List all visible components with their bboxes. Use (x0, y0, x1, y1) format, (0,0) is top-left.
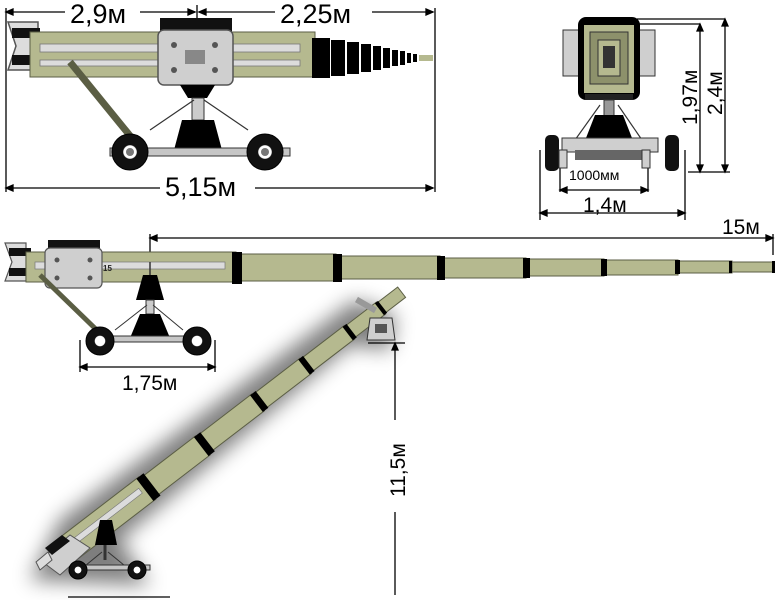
reach-label: 15м (722, 216, 760, 239)
camera-head-raised (354, 296, 396, 341)
pivot-head (157, 18, 234, 98)
dimension-lines-extended (78, 234, 775, 372)
dolly-base (67, 59, 291, 171)
telescope-sections-collapsed (312, 38, 433, 78)
lift-height-label: 11,5м (387, 443, 410, 497)
boom-extended (25, 251, 775, 284)
front-length-label: 2,9м (70, 0, 126, 29)
total-length-label: 5,15м (165, 172, 236, 202)
raised-view: 11,5м (30, 286, 410, 598)
base-label: 1,75м (122, 372, 177, 395)
front-view: 1,97м 2,4м 1000мм 1,4м (538, 17, 730, 220)
height-inner-label: 1,97м (679, 70, 702, 125)
counterweight-extended (4, 242, 31, 282)
model-mark: 15 (103, 264, 112, 273)
track-inner-label: 1000мм (569, 167, 619, 183)
dimension-lines-top (4, 5, 436, 192)
dolly-extended (38, 262, 212, 356)
height-outer-label: 2,4м (704, 71, 727, 115)
pivot-head-extended: 15 (44, 240, 112, 289)
front-boom-head (545, 17, 679, 171)
dimension-lines-front (538, 17, 730, 220)
pivot-raised (35, 520, 151, 580)
boom-length-label: 2,25м (280, 0, 351, 29)
track-outer-label: 1,4м (583, 194, 627, 217)
extended-side-view: 15м 1,75м (4, 216, 775, 395)
collapsed-side-view: 2,9м 2,25м 5,15м (4, 0, 436, 202)
